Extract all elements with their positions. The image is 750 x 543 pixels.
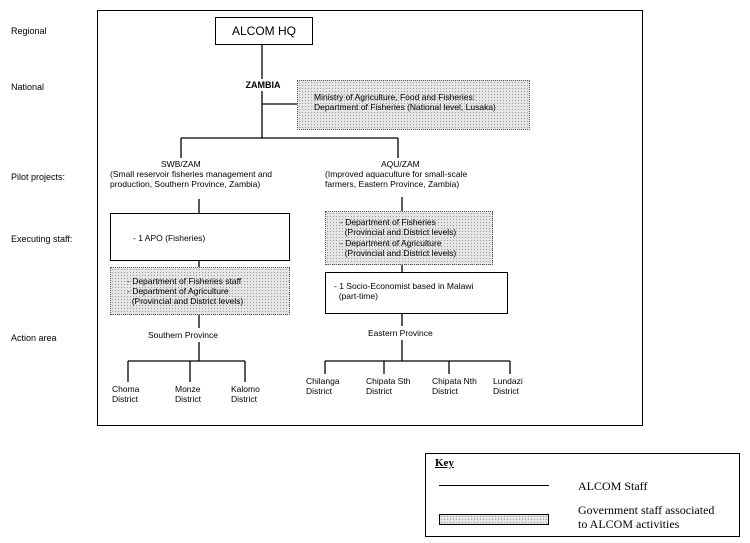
alcom-hq-box: ALCOM HQ — [215, 17, 313, 45]
district-chilanga-suffix: District — [306, 386, 332, 396]
aqu-gov-staff-line-1: - Department of Fisheries — [340, 217, 436, 227]
district-choma-suffix: District — [112, 394, 138, 404]
legend-gov-staff-line-2: to ALCOM activities — [578, 517, 680, 531]
district-chipata-sth-name: Chipata Sth — [366, 376, 411, 386]
district-lundazi-suffix: District — [493, 386, 519, 396]
district-choma-name: Choma — [112, 384, 140, 394]
province-southern: Southern Province — [148, 330, 218, 340]
swb-alcom-staff-text: - 1 APO (Fisheries) — [133, 233, 206, 243]
project-code-swb: SWB/ZAM — [161, 159, 201, 169]
ministry-box: Ministry of Agriculture, Food and Fisher… — [297, 80, 530, 130]
ministry-line-2: Department of Fisheries (National level,… — [314, 102, 496, 112]
level-label-regional: Regional — [11, 26, 47, 36]
project-desc-aqu-2: farmers, Eastern Province, Zambia) — [325, 179, 460, 189]
ministry-line-1: Ministry of Agriculture, Food and Fisher… — [314, 92, 476, 102]
district-kalomo-name: Kalomo — [231, 384, 260, 394]
level-label-national: National — [11, 82, 45, 92]
district-kalomo: Kalomo District — [231, 384, 260, 404]
district-chipata-nth-name: Chipata Nth — [432, 376, 477, 386]
legend-line-swatch — [439, 485, 549, 486]
level-label-executing-staff: Executing staff: — [11, 234, 73, 244]
aqu-gov-staff-line-3: - Department of Agriculture — [340, 238, 442, 248]
swb-gov-staff-line-2: - Department of Agriculture — [127, 286, 229, 296]
legend-alcom-staff: ALCOM Staff — [578, 479, 648, 493]
project-desc-swb-1: (Small reservoir fisheries management an… — [110, 169, 273, 179]
legend-gov-staff-line-1: Government staff associated — [578, 503, 715, 517]
legend-key: Key ALCOM Staff Government staff associa… — [425, 453, 740, 537]
province-eastern: Eastern Province — [368, 328, 433, 338]
level-label-action-area: Action area — [11, 333, 57, 343]
district-chipata-nth-suffix: District — [432, 386, 458, 396]
district-chipata-sth-suffix: District — [366, 386, 392, 396]
district-lundazi-name: Lundazi — [493, 376, 523, 386]
project-desc-aqu-1: (Improved aquaculture for small-scale — [325, 169, 468, 179]
district-kalomo-suffix: District — [231, 394, 257, 404]
aqu-alcom-staff-line-2: (part-time) — [334, 291, 378, 301]
aqu-alcom-staff-line-1: - 1 Socio-Economist based in Malawi — [334, 281, 474, 291]
aqu-alcom-staff-box: - 1 Socio-Economist based in Malawi (par… — [325, 272, 508, 314]
district-chilanga-name: Chilanga — [306, 376, 340, 386]
swb-gov-staff-line-1: - Department of Fisheries staff — [127, 276, 242, 286]
district-lundazi: Lundazi District — [493, 376, 523, 396]
aqu-gov-staff-box: - Department of Fisheries (Provincial an… — [325, 211, 493, 265]
district-monze: Monze District — [175, 384, 201, 404]
aqu-gov-staff-line-2: (Provincial and District levels) — [340, 227, 457, 237]
district-monze-name: Monze — [175, 384, 201, 394]
project-desc-swb-2: production, Southern Province, Zambia) — [110, 179, 261, 189]
district-choma: Choma District — [112, 384, 139, 404]
legend-shaded-swatch — [439, 514, 549, 525]
swb-gov-staff-box: - Department of Fisheries staff - Depart… — [110, 267, 290, 315]
swb-gov-staff-line-3: (Provincial and District levels) — [127, 296, 244, 306]
organigram-frame — [97, 10, 643, 426]
legend-title: Key — [435, 457, 454, 469]
district-chilanga: Chilanga District — [306, 376, 340, 396]
level-label-pilot-projects: Pilot projects: — [11, 172, 66, 182]
district-chipata-nth: Chipata Nth District — [432, 376, 477, 396]
aqu-gov-staff-line-4: (Provincial and District levels) — [340, 248, 457, 258]
alcom-hq-label: ALCOM HQ — [231, 24, 296, 38]
swb-alcom-staff-box: - 1 APO (Fisheries) — [110, 213, 290, 261]
legend-gov-staff: Government staff associated to ALCOM act… — [578, 503, 714, 531]
project-code-aqu: AQU/ZAM — [381, 159, 420, 169]
district-monze-suffix: District — [175, 394, 201, 404]
country-label: ZAMBIA — [245, 80, 281, 90]
district-chipata-sth: Chipata Sth District — [366, 376, 410, 396]
